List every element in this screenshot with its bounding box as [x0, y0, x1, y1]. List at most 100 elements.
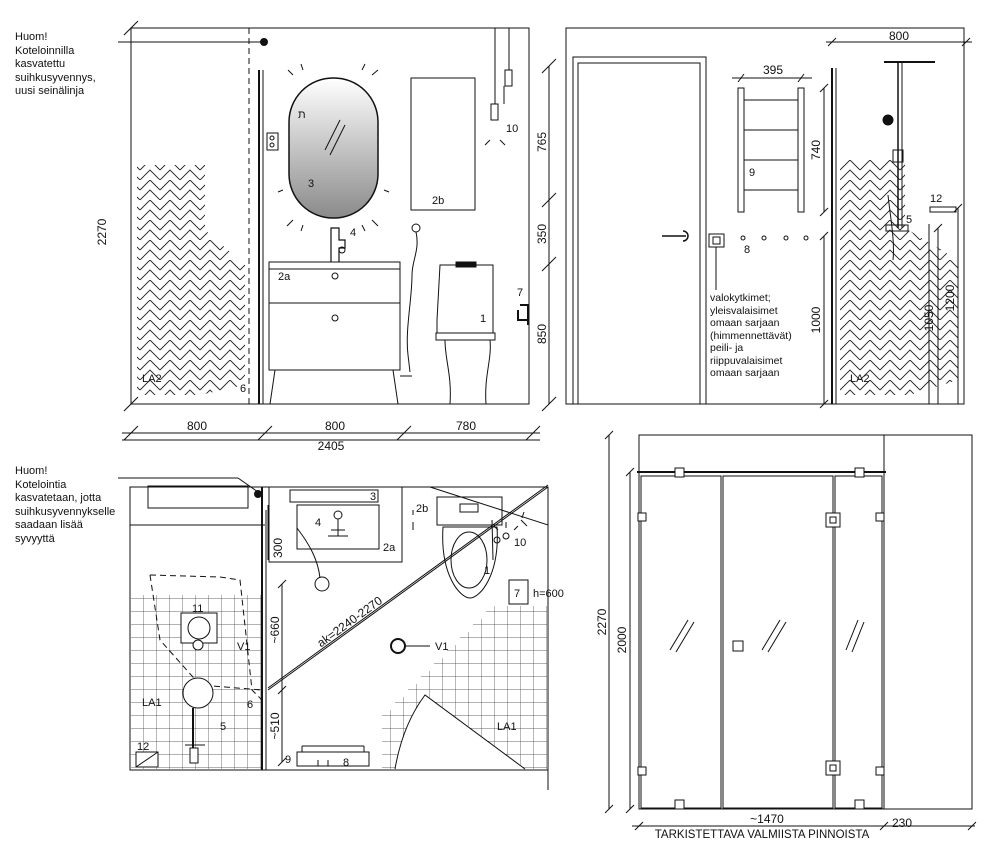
note-line: Huom!: [15, 31, 48, 43]
plan-toilet: [436, 496, 503, 599]
dim-towel-width: 395: [763, 63, 783, 77]
outlets-8: [740, 235, 809, 241]
pendant-plan: [493, 511, 528, 540]
label-cabinet: 2a: [278, 271, 291, 283]
label-outlets: 8: [744, 244, 750, 256]
towel-rail: [737, 87, 805, 213]
plan-label-outlets: 8: [343, 757, 349, 769]
floor-plan: [118, 477, 549, 790]
note-line: yleisvalaisimet: [710, 304, 778, 317]
plan-label-faucet: 4: [315, 517, 321, 529]
note-line: Huom!: [15, 465, 48, 477]
note-switches: valokytkimet; yleisvalaisimet omaan sarj…: [710, 292, 792, 380]
herringbone-tile-area: [137, 165, 245, 395]
dim-right-350: 350: [535, 224, 549, 244]
plan-dim-diagonal: ak=2240-2270: [314, 593, 385, 650]
plan-label-towel: 9: [285, 754, 291, 766]
note-top-left: Huom! Koteloinnilla kasvatettu suihkusyv…: [15, 31, 96, 99]
plan-dim-top: ~660: [268, 616, 282, 643]
shelf-12: [929, 206, 957, 213]
label-shelf: 12: [930, 193, 942, 205]
dim-h2: 1200: [943, 284, 957, 311]
plan-label-sink: 2a: [383, 542, 396, 554]
note-line: (himmennettävät): [710, 329, 792, 342]
plan-label-drain-left: V1: [237, 641, 250, 653]
dim-total-2405: 2405: [318, 439, 345, 453]
dim-bottom-800-a: 800: [187, 419, 207, 433]
elevation-right-outline: [565, 27, 965, 405]
toilet-elevation: [435, 264, 496, 405]
label-tile: LA2: [142, 373, 162, 385]
label-hook: 7: [517, 287, 523, 299]
plan-label-shower: 5: [220, 721, 226, 733]
plan-label-panel: 2b: [416, 503, 428, 515]
note-line: valokytkimet;: [710, 292, 771, 304]
elevation-left: [118, 27, 530, 405]
glass-dim-width: ~1470: [750, 812, 784, 826]
dim-towel-height: 740: [809, 140, 823, 160]
note-line: Koteloinnilla: [15, 44, 75, 57]
glass-dim-door-height: 2000: [615, 626, 629, 653]
light-switch: [708, 233, 725, 248]
dim-left-height: 1000: [809, 306, 823, 333]
glass-dim-side: 230: [892, 816, 912, 830]
note-line: suihkusyvennys,: [15, 71, 96, 84]
door: [572, 56, 707, 405]
label-panel: 2b: [432, 195, 444, 207]
note-line: uusi seinälinja: [15, 85, 85, 97]
label-faucet: 4: [350, 227, 356, 239]
note-line: omaan sarjaan: [710, 317, 780, 329]
glass-dim-height: 2270: [595, 608, 609, 635]
plan-label-drain: V1: [435, 641, 448, 653]
note-line: saadaan lisää: [15, 519, 83, 531]
dim-top-width: 800: [889, 29, 909, 43]
label-toilet: 1: [480, 313, 486, 325]
note-line: peili- ja: [710, 342, 744, 354]
note-line: syvyyttä: [15, 532, 55, 545]
note-bottom-left: Huom! Kotelointia kasvatetaan, jotta sui…: [15, 465, 115, 546]
plan-label-tile-right: LA1: [497, 721, 517, 733]
shower-set: [882, 61, 935, 261]
plan-label-wall: 6: [247, 699, 253, 711]
elevation-right-labels: 9 8 12 5 LA2: [744, 167, 942, 385]
panel-2b: [410, 77, 476, 211]
note-line: Kotelointia: [15, 478, 67, 491]
floor-plan-labels: 3 4 2a 2b 10 1 7 h=600 V1 V1 LA1 LA1 11 …: [137, 491, 564, 769]
note-line: kasvatettu: [15, 58, 66, 70]
plan-label-item11: 11: [192, 603, 203, 615]
glass-panel-left: [640, 475, 722, 809]
plan-label-hook-height: h=600: [533, 588, 564, 600]
label-towel: 9: [749, 167, 755, 179]
dim-h1: 1050: [922, 304, 936, 331]
note-line: riippuvalaisimet: [710, 354, 783, 367]
note-line: omaan sarjaan: [710, 367, 780, 379]
dim-bottom-780: 780: [456, 419, 476, 433]
dim-right-765: 765: [535, 132, 549, 152]
elevation-right: [565, 27, 965, 405]
label-shower: 5: [906, 214, 912, 226]
plan-label-pendant: 10: [514, 537, 526, 549]
plan-dim-bottom: ~510: [268, 712, 282, 739]
dim-right-850: 850: [535, 324, 549, 344]
glass-enclosure: [604, 430, 977, 831]
glass-panel-right: [834, 475, 883, 809]
plan-label-toilet: 1: [484, 565, 490, 577]
plan-label-hook: 7: [514, 588, 520, 600]
plan-label-shelf: 12: [137, 741, 149, 753]
elevation-left-dims: [122, 20, 557, 441]
label-pendant: 10: [506, 123, 518, 135]
dim-height-left: 2270: [95, 218, 109, 245]
plan-dim-left: 300: [271, 538, 285, 558]
plan-label-mirror: 3: [370, 491, 376, 503]
glass-caption: TARKISTETTAVA VALMIISTA PINNOISTA: [655, 829, 870, 841]
note-line: suihkusyvennykselle: [15, 505, 116, 518]
elevation-left-labels: 3 ת 2a 4 2b 10 1 7 6 LA2: [142, 109, 523, 395]
plan-label-tile-left: LA1: [142, 697, 162, 709]
note-line: kasvatetaan, jotta: [15, 492, 102, 504]
label-wall: 6: [240, 383, 246, 395]
elevation-right-dims: [732, 37, 972, 409]
plan-vanity: [268, 486, 403, 563]
label-mirror: 3: [308, 178, 314, 190]
glass-panel-door: [722, 475, 834, 809]
